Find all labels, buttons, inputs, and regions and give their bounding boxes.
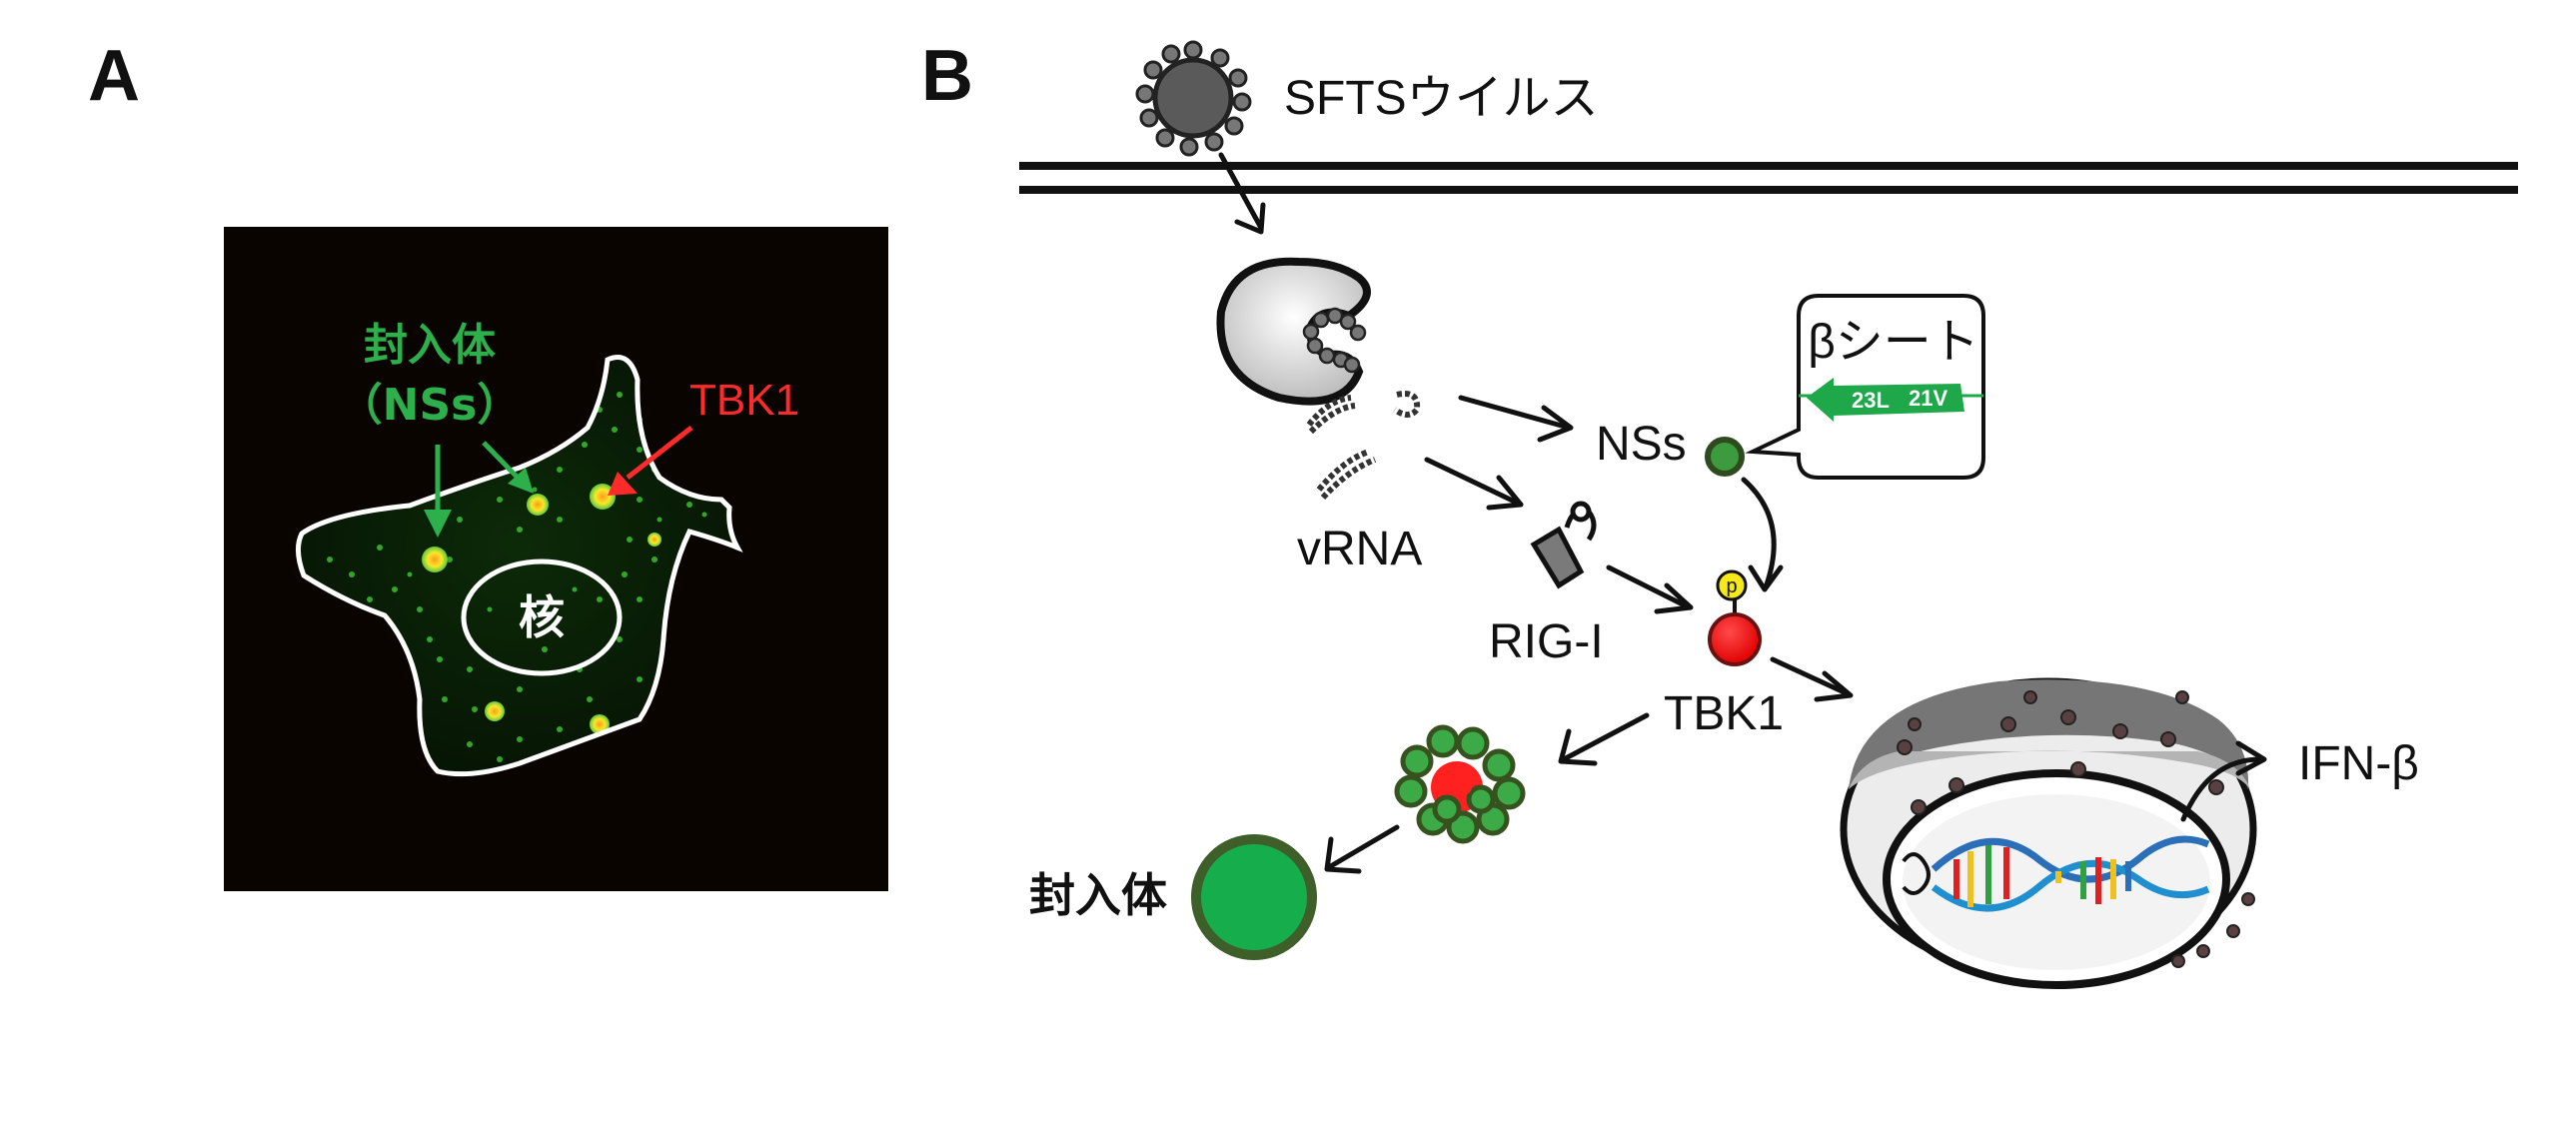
inclusion-label-b: 封入体 — [1029, 868, 1167, 922]
beta-strand-icon: 23L 21V — [1799, 378, 1983, 422]
ifn-arrow — [2180, 740, 2267, 822]
vrna-icon — [1306, 391, 1421, 501]
aggregate-to-inclusion-arrow — [1324, 824, 1400, 874]
rig-i-icon — [1530, 501, 1597, 589]
tbk1-label-b: TBK1 — [1664, 687, 1784, 740]
inclusion-label-a-line2: （NSs） — [339, 380, 522, 431]
tbk1-protein-icon — [1708, 599, 1762, 666]
cell-membrane — [1019, 162, 2518, 194]
inclusion-body-icon — [1191, 834, 1317, 960]
strand-residue-1: 23L — [1852, 388, 1890, 413]
inclusion-label-a-line1: 封入体 — [364, 320, 496, 371]
nss-to-tbk1-arrow — [1741, 477, 1784, 592]
tbk1-arrow-a — [608, 426, 693, 496]
sfts-virus-icon — [1135, 40, 1252, 157]
rigi-to-tbk1-arrow — [1606, 564, 1694, 614]
panel-a-letter: A — [88, 36, 140, 116]
nss-label: NSs — [1596, 418, 1687, 471]
entry-arrow — [1218, 152, 1266, 235]
nucleus-outline — [461, 559, 623, 676]
nucleus-icon — [1840, 677, 2257, 989]
tbk1-to-nucleus-arrow — [1770, 656, 1854, 702]
tbk1-label-a: TBK1 — [689, 376, 799, 425]
inclusion-arrow-2 — [482, 441, 534, 494]
dna-icon — [1902, 835, 2210, 912]
beta-sheet-callout: βシート 23L 21V — [1745, 294, 1985, 480]
endosome-icon — [1216, 257, 1371, 406]
panel-b-letter: B — [921, 36, 973, 116]
nss-protein-icon — [1705, 437, 1745, 477]
nucleus-label: 核 — [519, 590, 565, 644]
vrna-to-nss-arrow — [1458, 395, 1574, 443]
phosphate-icon: p — [1716, 569, 1748, 601]
strand-residue-2: 21V — [1909, 386, 1947, 411]
ifn-beta-label: IFN-β — [2298, 737, 2419, 790]
cell-outline — [296, 355, 743, 777]
green-puncta — [327, 392, 707, 762]
tbk1-to-aggregate-arrow — [1558, 712, 1650, 766]
inclusion-arrow-1 — [424, 445, 452, 538]
micrograph: 核 封入体 （NSs） TBK1 — [224, 227, 888, 891]
vrna-to-rigi-arrow — [1424, 457, 1524, 511]
svg-text:p: p — [1726, 575, 1737, 597]
nss-tbk1-aggregate-icon — [1394, 724, 1526, 844]
sfts-virus-label: SFTSウイルス — [1284, 72, 1599, 125]
rig-i-label: RIG-I — [1489, 615, 1604, 668]
ribosome-dots — [1897, 690, 2255, 968]
beta-sheet-label: βシート — [1808, 316, 1979, 369]
inclusion-spots — [422, 484, 661, 734]
vrna-label: vRNA — [1297, 523, 1422, 575]
